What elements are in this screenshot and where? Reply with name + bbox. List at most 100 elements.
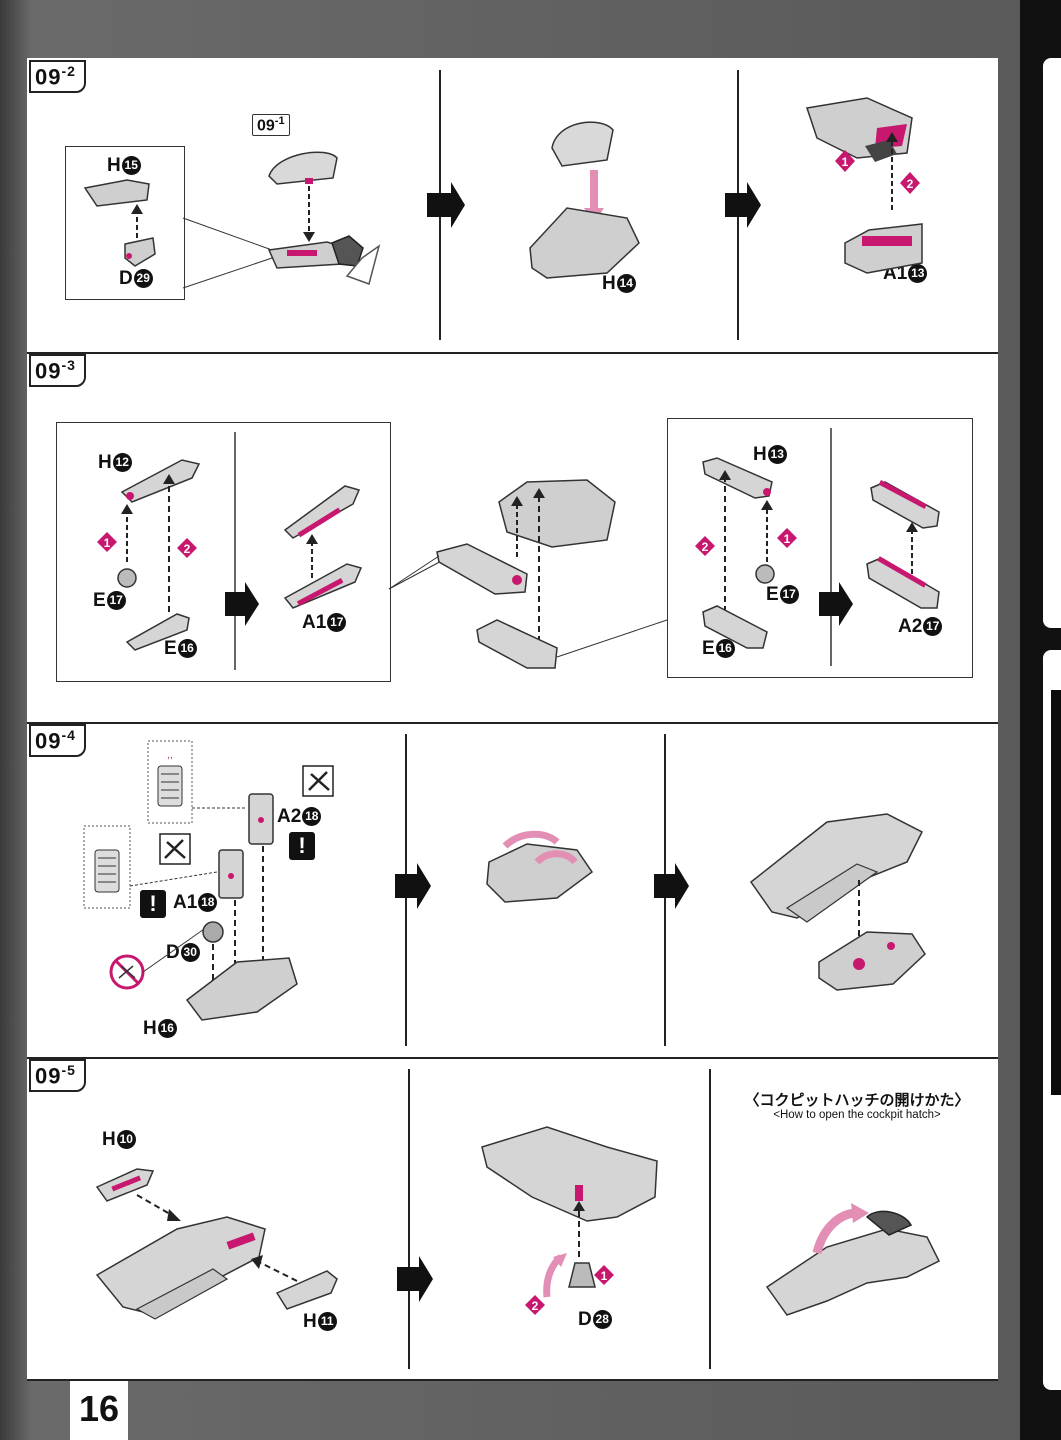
- order-num: 2: [532, 1299, 539, 1313]
- page-number: 16: [70, 1381, 128, 1440]
- warning-icon: !: [140, 890, 166, 918]
- arrow-head: [306, 534, 318, 544]
- arrow-right-icon: [225, 582, 259, 626]
- part-h14: [529, 207, 640, 279]
- part-h13: [702, 457, 773, 499]
- arrow-head: [121, 504, 133, 514]
- order-badge-2: [525, 1295, 545, 1315]
- part-base: [818, 931, 926, 991]
- part-h11: [275, 1270, 338, 1310]
- order-badge-2: [900, 172, 920, 194]
- arrow-head: [906, 522, 918, 532]
- order-badge-1: [97, 532, 117, 552]
- step-label: 09-5: [29, 1059, 86, 1093]
- svg-text:,,: ,,: [167, 750, 173, 761]
- part-d28: [568, 1262, 596, 1288]
- curved-arrow-icon: [534, 850, 578, 865]
- callout-line: [182, 257, 273, 289]
- arrow-head: [163, 474, 175, 484]
- part-assembly-center: [498, 479, 616, 548]
- arrow-head: [511, 496, 523, 506]
- arrow-head: [533, 488, 545, 498]
- accent-mark: [297, 507, 341, 538]
- callout-line: [556, 619, 668, 658]
- part-assembly: [486, 843, 594, 903]
- arrow-right-icon: [397, 1256, 433, 1302]
- step-09-2-illustration: 1 2: [83, 97, 923, 289]
- part-upper: [283, 485, 361, 539]
- order-num: 2: [702, 540, 709, 554]
- arrow-right-icon: [819, 582, 853, 626]
- peg-marker: [512, 575, 522, 585]
- panel-divider: [408, 1069, 410, 1369]
- order-badge-1: [594, 1265, 614, 1285]
- part-e17: [117, 568, 137, 588]
- detail-inset-left: [56, 422, 391, 682]
- accent-mark: [287, 250, 317, 256]
- arrow-head: [761, 500, 773, 510]
- arrow-right-icon: [427, 182, 465, 228]
- accent-mark: [877, 556, 927, 588]
- vehicle-upper: [749, 813, 924, 919]
- order-num: 1: [104, 536, 111, 550]
- arrow-head: [719, 470, 731, 480]
- accent-mark: [296, 578, 344, 606]
- next-page-panel-top: [1043, 58, 1061, 628]
- arrow-head: [131, 204, 143, 214]
- arrow-head: [886, 132, 898, 142]
- part-a1-17: [283, 563, 363, 609]
- order-num: 2: [907, 177, 914, 191]
- insert-arrow: [590, 170, 598, 210]
- order-num: 1: [842, 155, 849, 169]
- arrow-right-icon: [395, 863, 431, 909]
- cockpit-canopy: [268, 151, 338, 185]
- dark-piece: [865, 140, 897, 162]
- part-h16: [185, 957, 298, 1021]
- part-detail: [94, 849, 120, 893]
- step-label: 09-2: [29, 60, 86, 94]
- part-left-wing: [436, 543, 528, 595]
- part-a2-17: [866, 557, 940, 609]
- peg-marker: [763, 488, 771, 496]
- peg-marker: [126, 253, 132, 259]
- accent-mark: [878, 480, 927, 509]
- callout-line: [182, 217, 273, 251]
- cockpit-hatch: [865, 1210, 913, 1236]
- hatch-title: 〈コクピットハッチの開けかた〉: [744, 1092, 970, 1109]
- step-09-5-illustration: 1 2: [95, 1126, 941, 1320]
- order-badge-2: [177, 538, 197, 558]
- order-badge-1: [835, 150, 855, 172]
- part-e17: [755, 564, 775, 584]
- vehicle-body: [765, 1228, 941, 1316]
- direction-arrow: [345, 244, 381, 285]
- next-page-photo: [1051, 690, 1061, 1095]
- part-e16: [125, 613, 190, 651]
- curved-arrow-icon: [502, 830, 560, 849]
- order-num: 1: [601, 1269, 608, 1283]
- part-d29: [124, 237, 156, 267]
- dark-piece: [331, 235, 364, 267]
- peg-marker: [126, 492, 134, 500]
- order-badge-2: [695, 536, 715, 556]
- callout-line: [388, 557, 448, 590]
- order-num: 2: [184, 542, 191, 556]
- part-right-wing: [476, 619, 558, 669]
